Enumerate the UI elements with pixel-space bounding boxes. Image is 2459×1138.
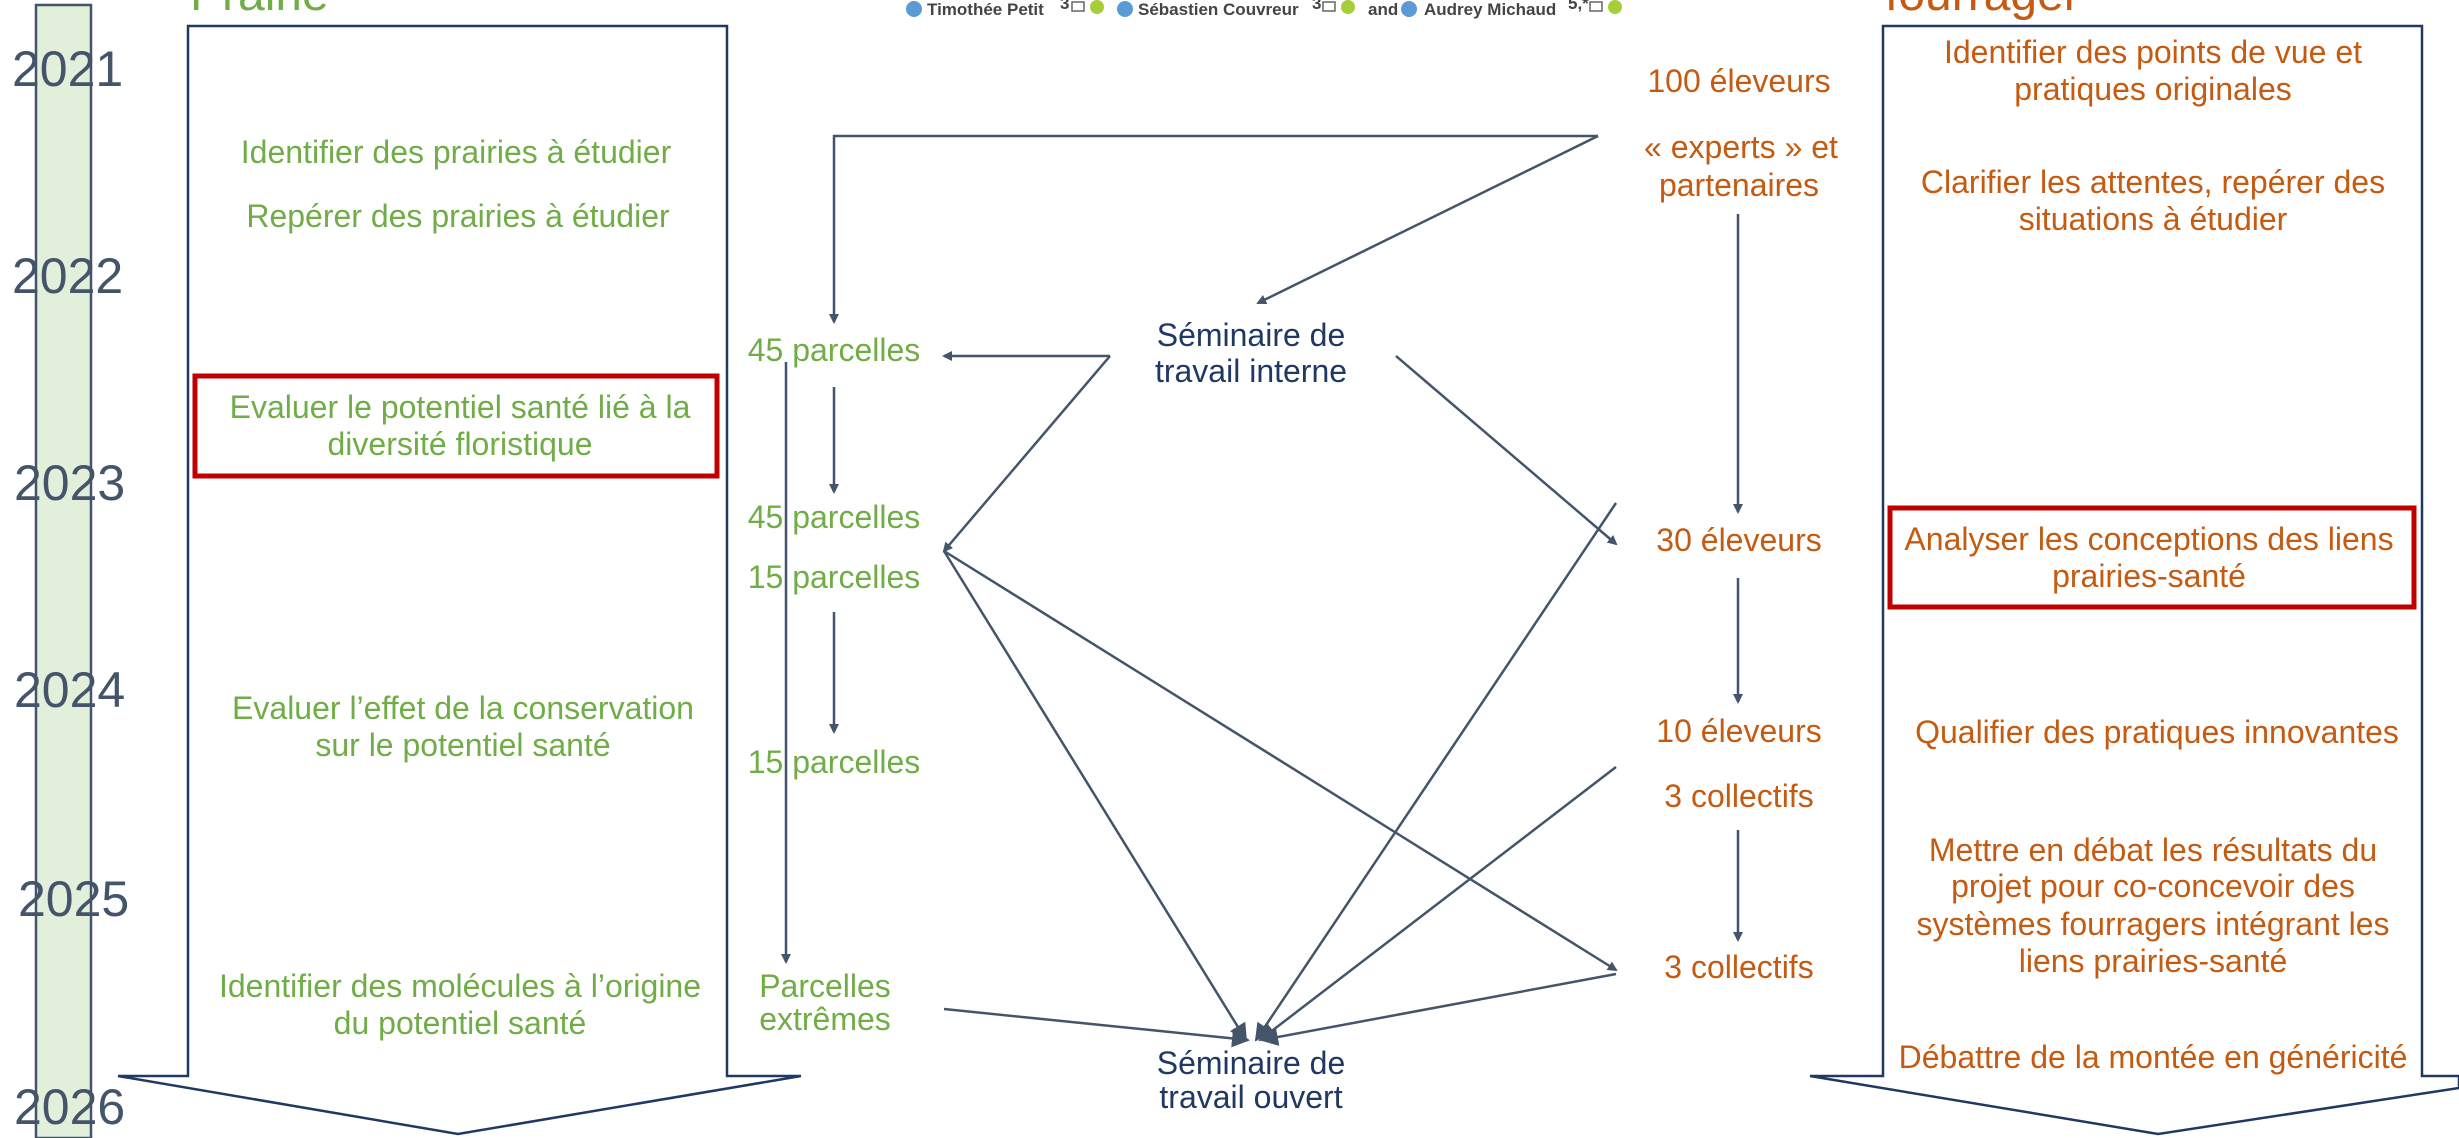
flow-arrow xyxy=(1260,972,1617,1046)
seminars: Séminaire de travail interne Séminaire d… xyxy=(1155,317,1347,1115)
prairie-objective: Repérer des prairies à étudier xyxy=(246,198,670,234)
mail-icon xyxy=(1322,1,1336,12)
prairie-objective: du potentiel santé xyxy=(334,1005,587,1041)
orcid-icon xyxy=(1090,0,1104,14)
flow-arrows xyxy=(781,134,1743,1048)
flow-arrow xyxy=(1258,766,1617,1042)
prairie-objective: Identifier des molécules à l’origine xyxy=(219,968,701,1004)
fourrager-objective: systèmes fourragers intégrant les xyxy=(1916,906,2389,942)
farmer-label: 10 éleveurs xyxy=(1656,713,1821,749)
fourrager-objective: Qualifier des pratiques innovantes xyxy=(1915,714,2399,750)
flow-arrow xyxy=(1256,134,1599,305)
timeline: 2021 2022 2023 2024 2025 2026 xyxy=(12,3,129,1138)
seminar-internal: Séminaire de xyxy=(1157,317,1346,353)
flow-arrow xyxy=(943,1007,1250,1048)
farmer-label: partenaires xyxy=(1659,167,1819,203)
farmer-label: 3 collectifs xyxy=(1664,778,1813,814)
author-icon xyxy=(1401,1,1417,17)
seminar-internal: travail interne xyxy=(1155,353,1347,389)
fourrager-objective: liens prairies-santé xyxy=(2019,943,2288,979)
fourrager-highlight-box xyxy=(1887,505,2417,610)
seminar-open: travail ouvert xyxy=(1159,1079,1342,1115)
fourrager-objective: Identifier des points de vue et xyxy=(1944,34,2362,70)
author-conjunction: and xyxy=(1368,0,1398,19)
farmer-labels: 100 éleveurs « experts » et partenaires … xyxy=(1644,63,1838,985)
farmer-label: 30 éleveurs xyxy=(1656,522,1821,558)
mail-icon xyxy=(1589,1,1603,12)
parcel-label: 45 parcelles xyxy=(748,332,921,368)
fourrager-objective: Débattre de la montée en généricité xyxy=(1899,1039,2408,1075)
mail-icon xyxy=(1071,1,1085,12)
prairie-objective: Identifier des prairies à étudier xyxy=(241,134,672,170)
prairie-objective: Evaluer l’effet de la conservation xyxy=(232,690,694,726)
fourrager-objective: Mettre en débat les résultats du xyxy=(1929,832,2377,868)
fourrager-objectives: Identifier des points de vue et pratique… xyxy=(1899,34,2408,1075)
fourrager-objective: Clarifier les attentes, repérer des xyxy=(1921,164,2385,200)
author-superscript: 5,* xyxy=(1568,0,1589,13)
author-name: Timothée Petit xyxy=(927,0,1044,19)
parcel-labels: 45 parcelles 45 parcelles 15 parcelles 1… xyxy=(748,332,921,1037)
timeline-bar xyxy=(34,3,93,1138)
year-2025: 2025 xyxy=(18,871,129,927)
fourrager-column-title: fourrager xyxy=(1885,0,2080,21)
author-line: Timothée Petit 3 Sébastien Couvreur 3 an… xyxy=(906,0,1622,19)
parcel-label: 45 parcelles xyxy=(748,499,921,535)
prairie-column-arrow xyxy=(117,24,802,1136)
fourrager-objective: pratiques originales xyxy=(2014,71,2292,107)
orcid-icon xyxy=(1341,0,1355,14)
fourrager-objective: projet pour co-concevoir des xyxy=(1951,868,2355,904)
flow-arrow xyxy=(1254,502,1618,1042)
flow-arrow xyxy=(942,355,1111,553)
year-2021: 2021 xyxy=(12,41,123,97)
farmer-label: 3 collectifs xyxy=(1664,949,1813,985)
flow-arrow xyxy=(942,550,1248,1042)
parcel-label: Parcelles xyxy=(759,968,891,1004)
prairie-objective: Evaluer le potentiel santé lié à la xyxy=(230,389,691,425)
fourrager-objective: situations à étudier xyxy=(2019,201,2288,237)
prairie-highlight-box xyxy=(192,373,720,479)
prairie-objectives: Identifier des prairies à étudier Repére… xyxy=(219,134,701,1041)
author-name: Audrey Michaud xyxy=(1424,0,1556,19)
seminar-open: Séminaire de xyxy=(1157,1045,1346,1081)
fourrager-column-arrow xyxy=(1809,24,2459,1136)
orcid-icon xyxy=(1608,0,1622,14)
parcel-label: 15 parcelles xyxy=(748,744,921,780)
prairie-objective: sur le potentiel santé xyxy=(315,727,610,763)
author-icon xyxy=(906,1,922,17)
farmer-label: « experts » et xyxy=(1644,129,1838,165)
fourrager-objective: prairies-santé xyxy=(2052,558,2246,594)
flow-arrow xyxy=(1395,355,1618,546)
flow-arrow xyxy=(829,134,1598,324)
prairie-column-title: Prairie xyxy=(190,0,329,21)
year-2022: 2022 xyxy=(12,248,123,304)
parcel-label: 15 parcelles xyxy=(748,559,921,595)
fourrager-objective: Analyser les conceptions des liens xyxy=(1904,521,2393,557)
author-name: Sébastien Couvreur xyxy=(1138,0,1299,19)
author-icon xyxy=(1117,1,1133,17)
year-2024: 2024 xyxy=(14,662,125,718)
farmer-label: 100 éleveurs xyxy=(1647,63,1830,99)
flow-arrow xyxy=(943,549,1618,972)
year-2026: 2026 xyxy=(14,1079,125,1135)
author-superscript: 3 xyxy=(1312,0,1321,13)
author-superscript: 3 xyxy=(1060,0,1069,13)
year-2023: 2023 xyxy=(14,455,125,511)
parcel-label: extrêmes xyxy=(759,1001,891,1037)
prairie-objective: diversité floristique xyxy=(328,426,593,462)
